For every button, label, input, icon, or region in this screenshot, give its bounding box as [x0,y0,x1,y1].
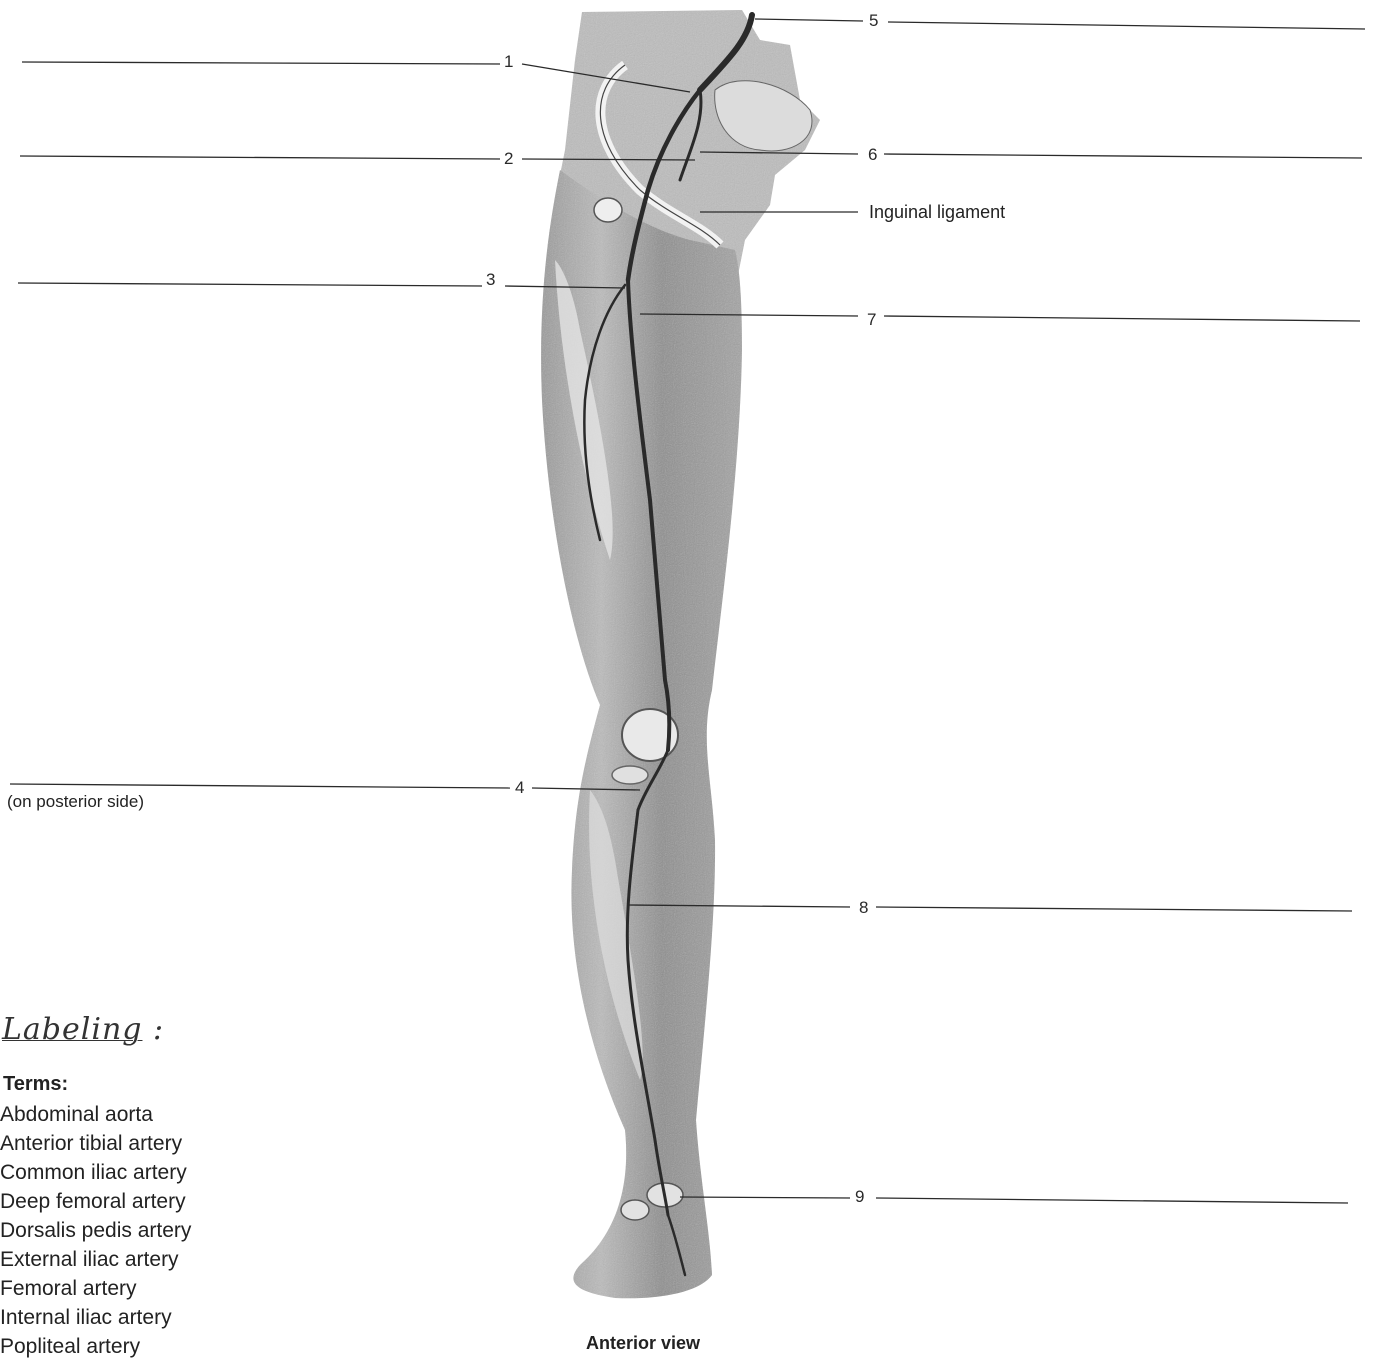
lateral-malleolus [621,1200,649,1220]
leader-number-4: 4 [513,779,526,796]
answer-line-4 [10,784,510,788]
answer-line-7 [884,316,1360,321]
leader-number-6: 6 [866,146,879,163]
figure-caption: Anterior view [586,1333,700,1354]
term-item: Dorsalis pedis artery [0,1216,260,1245]
labeling-heading: Labeling : [2,1012,164,1047]
terms-list-panel: Terms: Abdominal aorta Anterior tibial a… [0,1073,260,1361]
term-item: Internal iliac artery [0,1303,260,1332]
term-item: Femoral artery [0,1274,260,1303]
pointer-line-5 [755,19,863,21]
leader-number-2: 2 [502,150,515,167]
leader-number-7: 7 [865,311,878,328]
femoral-head [594,198,622,222]
term-item: Abdominal aorta [0,1100,260,1129]
answer-line-3 [18,283,482,286]
inguinal-ligament-label: Inguinal ligament [869,203,1005,221]
answer-line-9 [876,1198,1348,1203]
answer-line-1 [22,62,500,64]
tibial-tuberosity [612,766,648,784]
answer-line-6 [884,154,1362,158]
term-item: External iliac artery [0,1245,260,1274]
leader-number-9: 9 [853,1188,866,1205]
term-item: Anterior tibial artery [0,1129,260,1158]
leader-number-1: 1 [502,53,515,70]
terms-list: Abdominal aorta Anterior tibial artery C… [0,1100,260,1361]
leader-number-3: 3 [484,271,497,288]
leader-number-8: 8 [857,899,870,916]
term-item: Deep femoral artery [0,1187,260,1216]
answer-line-8 [876,907,1352,911]
answer-line-2 [20,156,500,159]
answer-line-5 [888,22,1365,29]
pointer-line-9 [680,1197,850,1198]
leader-number-5: 5 [867,12,880,29]
posterior-side-note: (on posterior side) [7,792,144,812]
terms-title: Terms: [3,1073,260,1096]
term-item: Popliteal artery [0,1332,260,1361]
term-item: Common iliac artery [0,1158,260,1187]
